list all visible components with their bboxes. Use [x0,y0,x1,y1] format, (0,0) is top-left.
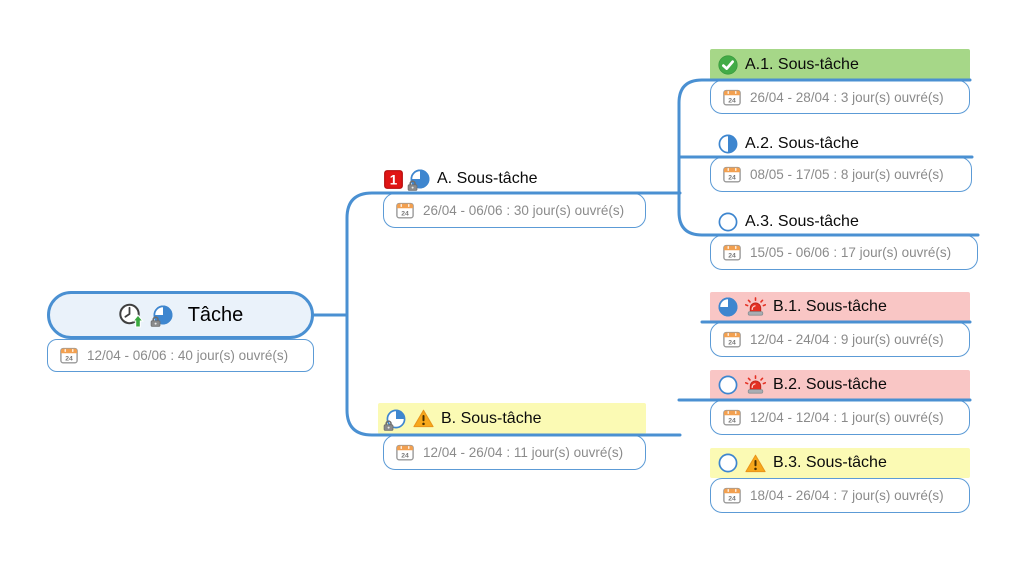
node-b1[interactable]: B.1. Sous-tâche [710,292,970,322]
node-root-label: Tâche [187,303,244,326]
node-a3-icons [718,212,738,232]
node-b2-label: B.2. Sous-tâche [773,376,887,393]
calendar-icon: 24 [723,331,741,348]
node-a1[interactable]: A.1. Sous-tâche [710,49,970,80]
progress-50-icon [718,134,738,154]
node-root-dates[interactable]: 24 12/04 - 06/06 : 40 jour(s) ouvré(s) [47,339,314,372]
svg-text:24: 24 [728,339,736,346]
node-a2[interactable]: A.2. Sous-tâche [710,131,867,157]
calendar-icon: 24 [60,347,78,364]
svg-text:24: 24 [65,355,73,362]
node-a2-icons [718,134,738,154]
node-b1-date-text: 12/04 - 24/04 : 9 jour(s) ouvré(s) [750,332,944,347]
progress-0-icon [718,453,738,473]
progress-75-locked-icon [150,305,173,327]
svg-text:24: 24 [401,452,409,459]
node-b-icons [383,409,434,431]
edge-root-to-a-b [345,191,682,437]
node-b1-icons [718,297,766,317]
node-b1-label: B.1. Sous-tâche [773,298,887,315]
node-a-date-text: 26/04 - 06/06 : 30 jour(s) ouvré(s) [423,203,625,218]
node-a2-dates[interactable]: 24 08/05 - 17/05 : 8 jour(s) ouvré(s) [710,157,972,192]
calendar-icon: 24 [723,244,741,261]
node-b3-date-text: 18/04 - 26/04 : 7 jour(s) ouvré(s) [750,488,944,503]
node-b3[interactable]: B.3. Sous-tâche [710,448,970,478]
node-root-date-text: 12/04 - 06/06 : 40 jour(s) ouvré(s) [87,348,289,363]
calendar-icon: 24 [396,202,414,219]
calendar-icon: 24 [723,409,741,426]
node-root-icons [118,302,173,328]
node-b-dates[interactable]: 24 12/04 - 26/04 : 11 jour(s) ouvré(s) [383,435,646,470]
clock-later-icon [118,302,146,328]
node-b3-label: B.3. Sous-tâche [773,454,887,471]
node-b2-date-text: 12/04 - 12/04 : 1 jour(s) ouvré(s) [750,410,944,425]
node-b-label: B. Sous-tâche [441,409,542,427]
node-b3-icons [718,453,766,473]
node-a-dates[interactable]: 24 26/04 - 06/06 : 30 jour(s) ouvré(s) [383,193,646,228]
node-a3-date-text: 15/05 - 06/06 : 17 jour(s) ouvré(s) [750,245,952,260]
node-a-icons: 1 [384,169,430,191]
node-a1-dates[interactable]: 24 26/04 - 28/04 : 3 jour(s) ouvré(s) [710,80,970,114]
progress-75-icon [718,297,738,317]
progress-0-icon [718,375,738,395]
node-b2[interactable]: B.2. Sous-tâche [710,370,970,400]
lock-icon [383,419,394,431]
calendar-icon: 24 [723,89,741,106]
svg-text:24: 24 [728,495,736,502]
node-a3-dates[interactable]: 24 15/05 - 06/06 : 17 jour(s) ouvré(s) [710,235,978,270]
warning-icon [745,454,766,473]
alarm-icon [745,297,766,317]
svg-text:24: 24 [728,417,736,424]
node-a[interactable]: 1 A. Sous-tâche [376,166,546,192]
calendar-icon: 24 [723,166,741,183]
node-a2-date-text: 08/05 - 17/05 : 8 jour(s) ouvré(s) [750,167,944,182]
node-root[interactable]: Tâche [47,291,314,339]
warning-icon [413,409,434,428]
node-b[interactable]: B. Sous-tâche [378,403,646,434]
node-a1-label: A.1. Sous-tâche [745,55,859,73]
calendar-icon: 24 [723,487,741,504]
node-a1-date-text: 26/04 - 28/04 : 3 jour(s) ouvré(s) [750,89,944,105]
progress-75-locked-icon [407,169,430,191]
alarm-icon [745,375,766,395]
ok-icon [718,54,738,75]
lock-icon [150,315,161,327]
node-b-date-text: 12/04 - 26/04 : 11 jour(s) ouvré(s) [423,445,624,460]
svg-text:24: 24 [728,252,736,259]
node-b2-dates[interactable]: 24 12/04 - 12/04 : 1 jour(s) ouvré(s) [710,400,970,435]
svg-text:24: 24 [728,174,736,181]
node-a-label: A. Sous-tâche [437,170,538,187]
node-a3[interactable]: A.3. Sous-tâche [710,209,867,235]
progress-25-locked-icon [383,409,406,431]
svg-text:1: 1 [390,172,398,187]
node-b3-dates[interactable]: 24 18/04 - 26/04 : 7 jour(s) ouvré(s) [710,478,970,513]
priority-1-icon: 1 [384,169,403,189]
node-a3-label: A.3. Sous-tâche [745,213,859,230]
svg-text:24: 24 [728,97,736,104]
svg-text:24: 24 [401,210,409,217]
node-b2-icons [718,375,766,395]
progress-0-icon [718,212,738,232]
node-a1-icons [718,54,738,75]
calendar-icon: 24 [396,444,414,461]
lock-icon [407,179,418,191]
node-b1-dates[interactable]: 24 12/04 - 24/04 : 9 jour(s) ouvré(s) [710,322,970,357]
node-a2-label: A.2. Sous-tâche [745,135,859,152]
